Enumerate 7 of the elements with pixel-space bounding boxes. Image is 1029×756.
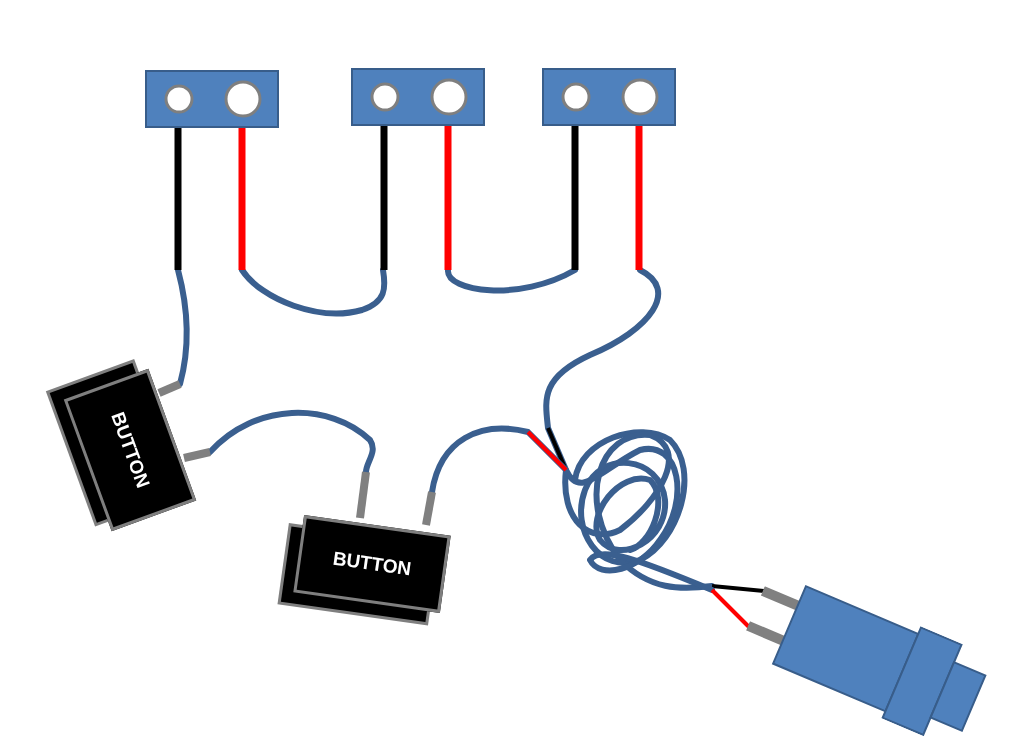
wire [239, 267, 388, 317]
terminal-block-drawing [145, 70, 279, 270]
terminal-block-drawing [351, 68, 485, 270]
wire [543, 267, 765, 593]
wire [183, 410, 376, 519]
wire [157, 267, 190, 397]
terminal-block-drawing [542, 68, 676, 270]
